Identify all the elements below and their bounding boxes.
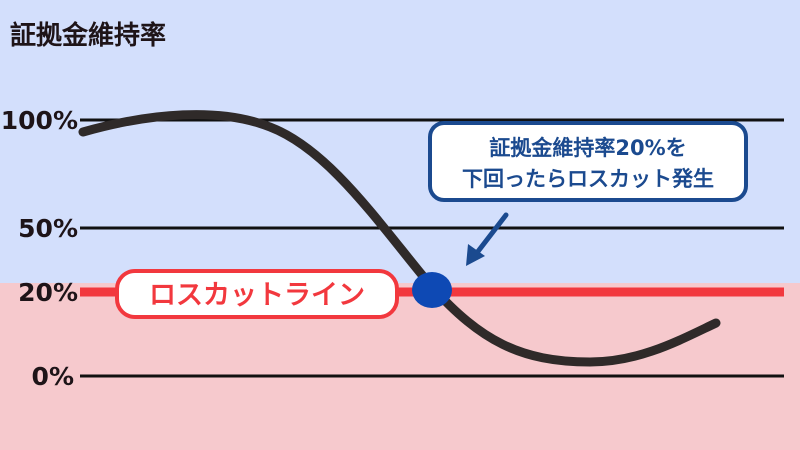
callout-line-1: 証拠金維持率20%を	[489, 136, 686, 160]
callout-line-2: 下回ったらロスカット発生	[462, 167, 714, 191]
arrow-down-left-icon	[466, 212, 509, 266]
losscut-label-box	[115, 269, 399, 319]
callout-box	[428, 121, 748, 202]
tick-label-20: 20%	[18, 278, 78, 307]
circle-marker-icon	[412, 272, 452, 308]
diagram-title: 証拠金維持率	[10, 20, 166, 51]
tick-label-50: 50%	[18, 214, 78, 243]
tick-label-100: 100%	[1, 106, 78, 135]
losscut-label: ロスカットライン	[149, 280, 365, 311]
tick-label-0: 0%	[32, 362, 74, 391]
